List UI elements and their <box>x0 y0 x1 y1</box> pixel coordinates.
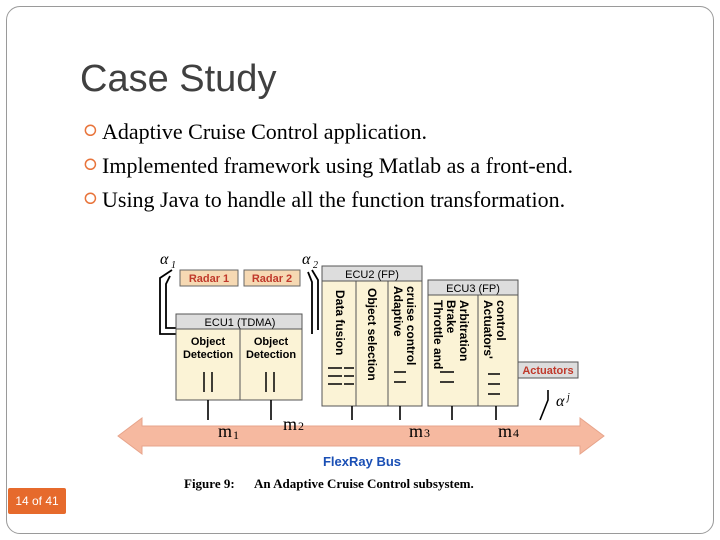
bullet-text: Adaptive Cruise Control application. <box>102 119 428 144</box>
bullet-text: Implemented framework using Matlab as a … <box>102 153 574 178</box>
bullet-icon: ⭘ <box>84 191 97 208</box>
bullet-item: ⭘ Using Java to handle all the function … <box>84 186 684 214</box>
bullet-icon: ⭘ <box>84 157 97 174</box>
bullet-text: Using Java to handle all the function tr… <box>102 187 566 212</box>
bullet-item: ⭘ Implemented framework using Matlab as … <box>84 152 684 180</box>
bullet-list: ⭘ Adaptive Cruise Control application. ⭘… <box>84 118 684 220</box>
bullet-icon: ⭘ <box>84 123 97 140</box>
bullet-item: ⭘ Adaptive Cruise Control application. <box>84 118 684 146</box>
page-number-badge: 14 of 41 <box>8 488 66 514</box>
slide-title: Case Study <box>80 58 277 100</box>
